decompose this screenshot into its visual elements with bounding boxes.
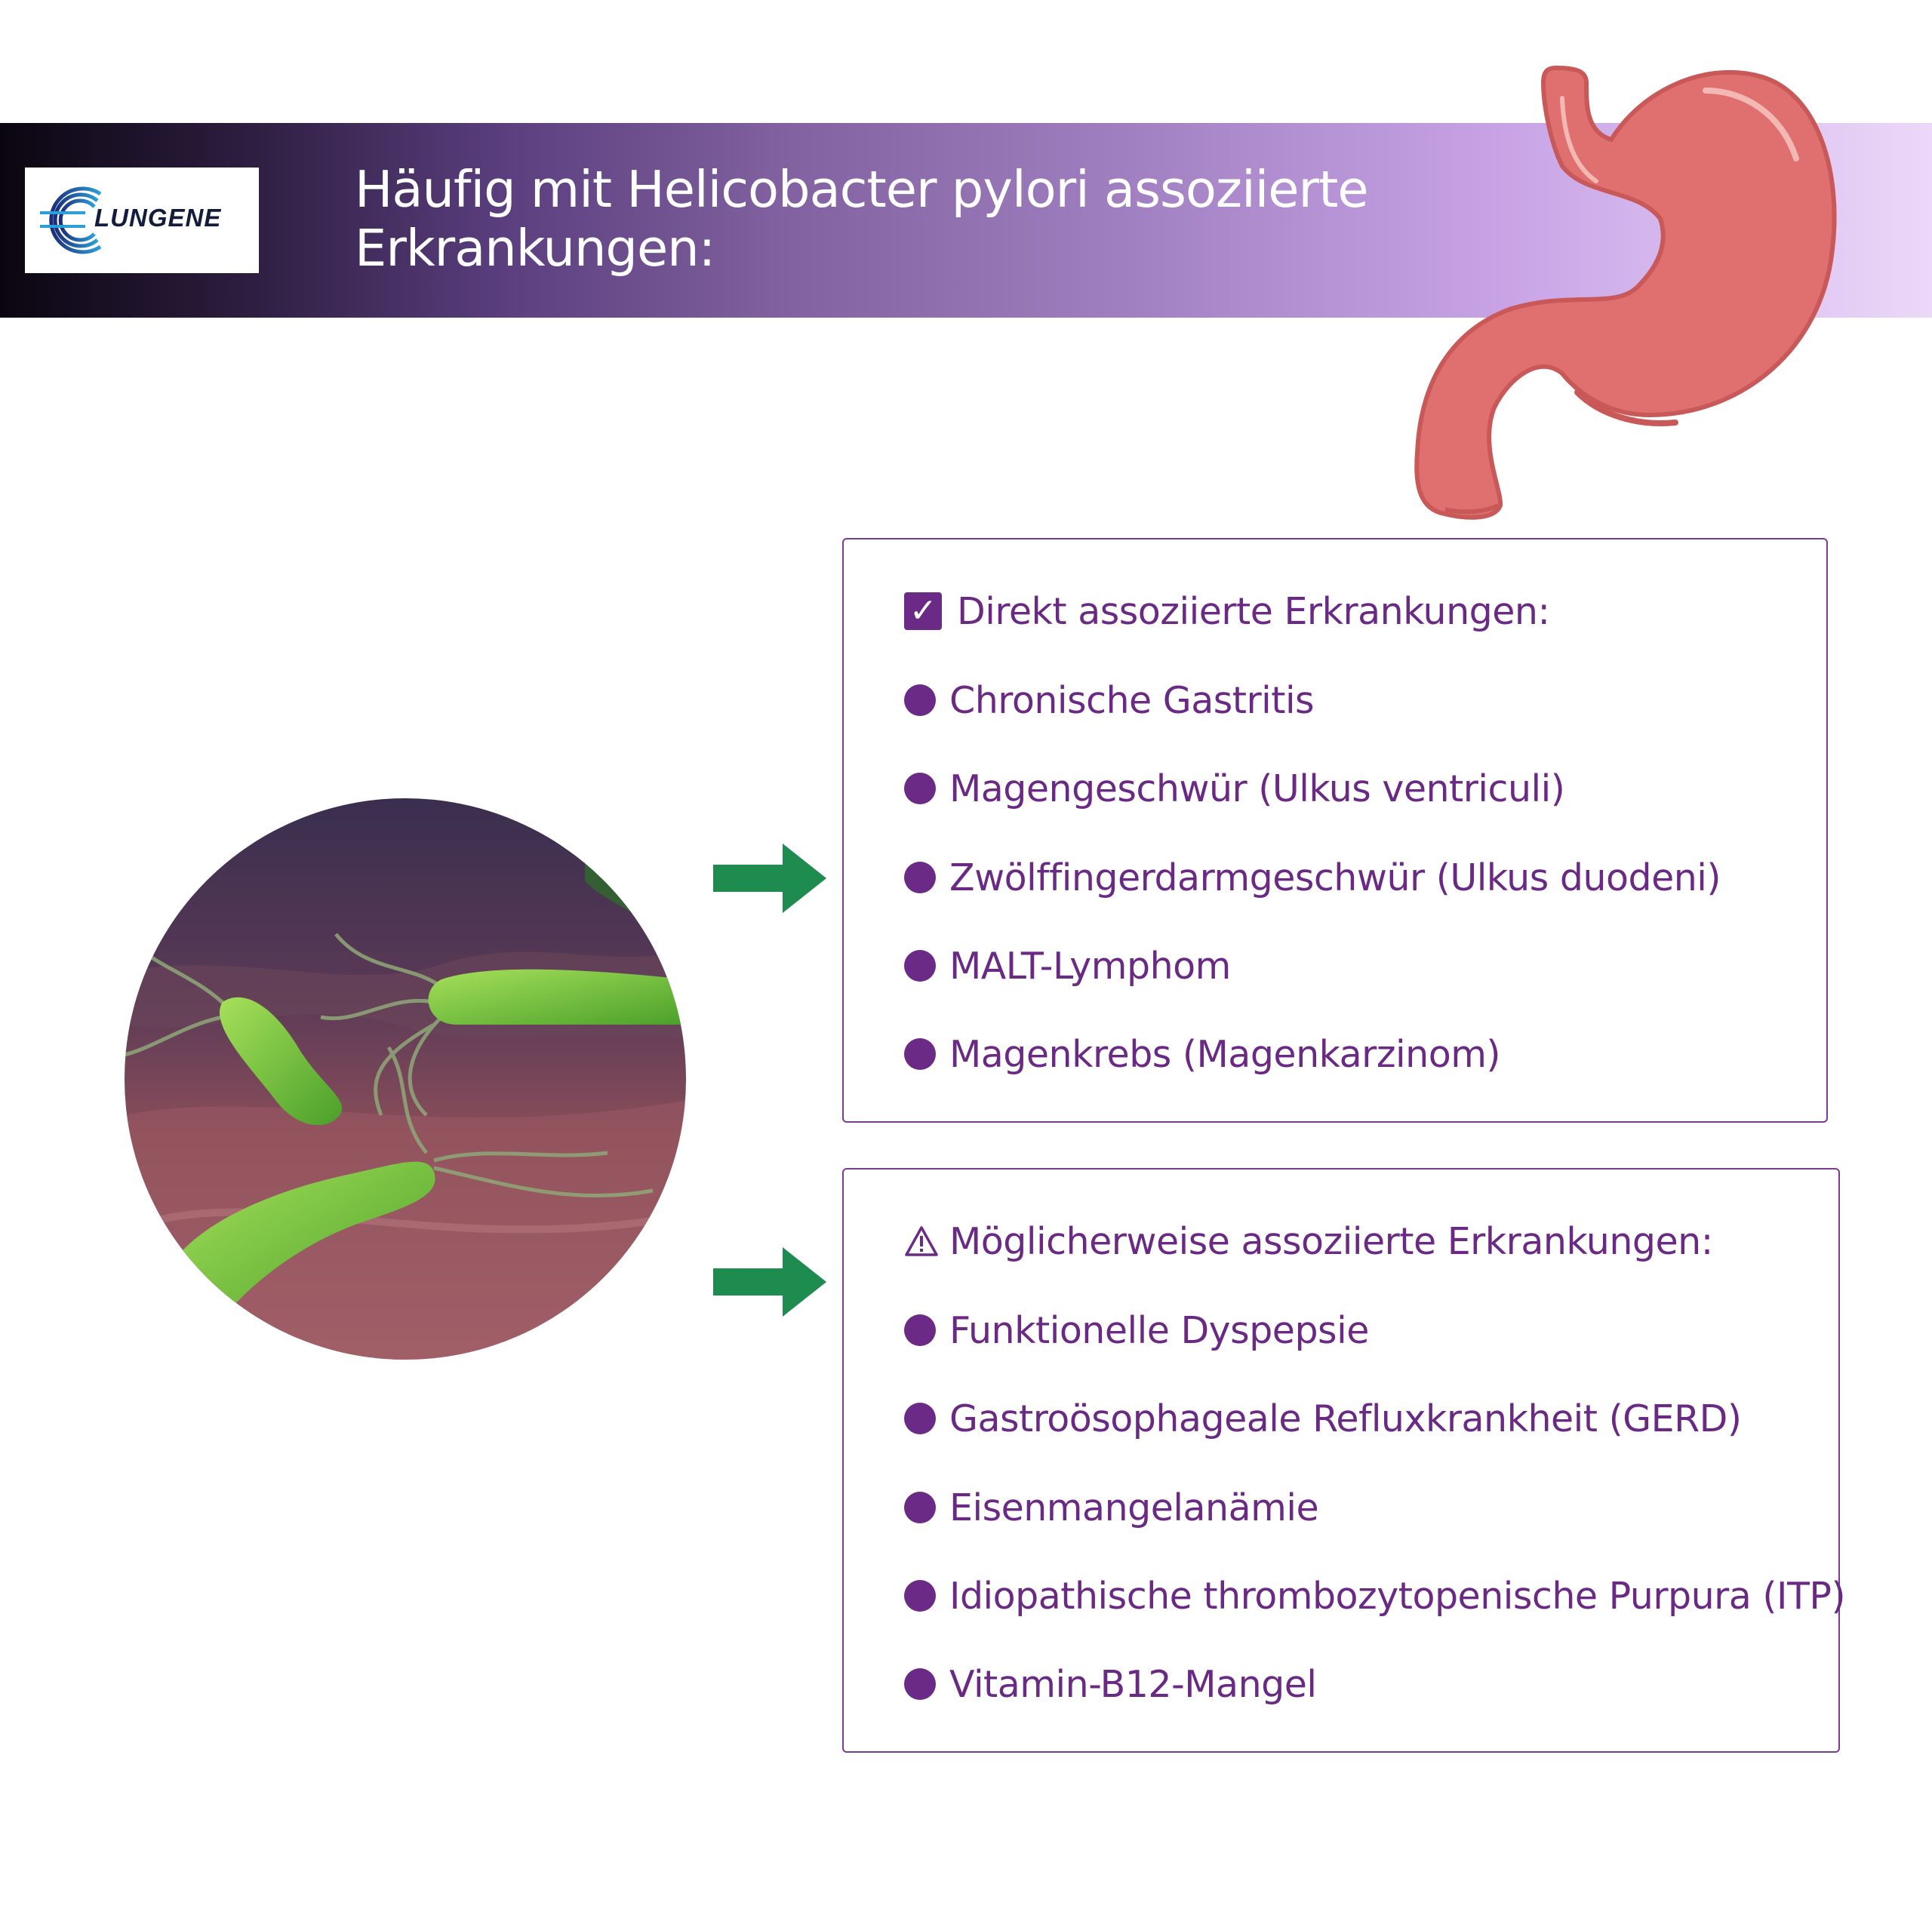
- list-item: Vitamin-B12-Mangel: [904, 1661, 1317, 1707]
- bullet-icon: [904, 1580, 936, 1612]
- possibly-associated-card: Möglicherweise assoziierte Erkrankungen:…: [842, 1168, 1846, 1753]
- logo-text: LUNGENE: [94, 204, 222, 232]
- list-item-text: Zwölffingerdarmgeschwür (Ulkus duodeni): [949, 856, 1721, 899]
- list-item: MALT-Lymphom: [904, 943, 1231, 988]
- direct-heading-text: Direkt assoziierte Erkrankungen:: [957, 589, 1550, 633]
- list-item: Gastroösophageale Refluxkrankheit (GERD): [904, 1396, 1742, 1441]
- stomach-illustration: [1414, 65, 1837, 520]
- title-line-1: Häufig mit Helicobacter pylori assoziier…: [355, 160, 1369, 219]
- list-item: Zwölffingerdarmgeschwür (Ulkus duodeni): [904, 855, 1721, 900]
- bullet-icon: [904, 862, 936, 893]
- list-item: Idiopathische thrombozytopenische Purpur…: [904, 1573, 1846, 1618]
- bullet-icon: [904, 684, 936, 716]
- list-item: Magengeschwür (Ulkus ventriculi): [904, 766, 1565, 811]
- lungene-logo: LUNGENE: [25, 168, 259, 273]
- list-item-text: MALT-Lymphom: [949, 944, 1231, 988]
- possible-heading-text: Möglicherweise assoziierte Erkrankungen:: [949, 1219, 1713, 1263]
- title-line-2: Erkrankungen:: [355, 219, 715, 278]
- list-item-text: Funktionelle Dyspepsie: [949, 1308, 1369, 1352]
- warning-icon: [905, 1226, 938, 1256]
- possible-heading: Möglicherweise assoziierte Erkrankungen:: [904, 1219, 1713, 1264]
- list-item: Eisenmangelanämie: [904, 1485, 1319, 1530]
- list-item-text: Idiopathische thrombozytopenische Purpur…: [949, 1574, 1846, 1618]
- list-item: Funktionelle Dyspepsie: [904, 1308, 1369, 1353]
- list-item-text: Magenkrebs (Magenkarzinom): [949, 1032, 1501, 1076]
- bacteria-illustration: [125, 798, 686, 1360]
- check-icon: ✓: [904, 592, 942, 630]
- direct-heading: ✓ Direkt assoziierte Erkrankungen:: [904, 589, 1550, 634]
- bullet-icon: [904, 773, 936, 804]
- bullet-icon: [904, 1492, 936, 1523]
- page-title: Häufig mit Helicobacter pylori assoziier…: [355, 160, 1487, 278]
- arrow-right-icon: [713, 844, 826, 913]
- direct-associated-card: ✓ Direkt assoziierte Erkrankungen: Chron…: [842, 538, 1828, 1123]
- list-item: Chronische Gastritis: [904, 678, 1315, 723]
- list-item: Magenkrebs (Magenkarzinom): [904, 1031, 1501, 1077]
- list-item-text: Vitamin-B12-Mangel: [949, 1662, 1317, 1706]
- bullet-icon: [904, 1403, 936, 1434]
- arrow-right-icon: [713, 1247, 826, 1317]
- list-item-text: Magengeschwür (Ulkus ventriculi): [949, 767, 1565, 810]
- bullet-icon: [904, 950, 936, 982]
- logo-mark-icon: [40, 186, 102, 254]
- bullet-icon: [904, 1038, 936, 1070]
- bullet-icon: [904, 1314, 936, 1346]
- list-item-text: Gastroösophageale Refluxkrankheit (GERD): [949, 1397, 1742, 1440]
- list-item-text: Chronische Gastritis: [949, 678, 1315, 722]
- list-item-text: Eisenmangelanämie: [949, 1486, 1319, 1529]
- bullet-icon: [904, 1668, 936, 1700]
